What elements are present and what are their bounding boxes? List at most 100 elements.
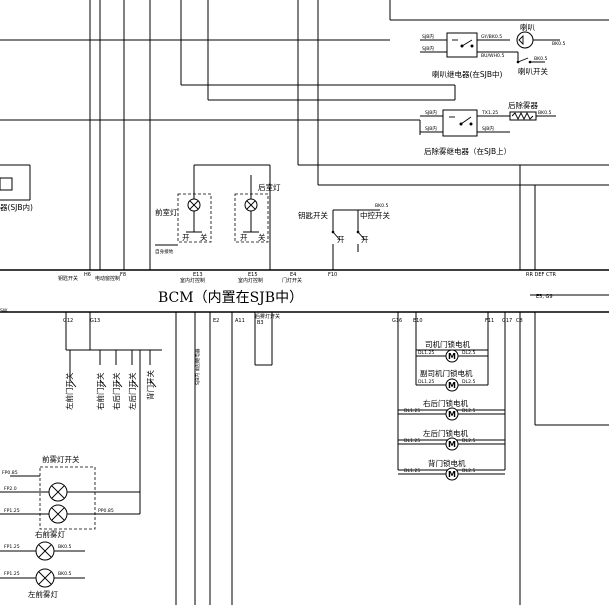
svg-text:左前雾灯: 左前雾灯 bbox=[28, 589, 58, 599]
svg-text:副司机门锁电机: 副司机门锁电机 bbox=[420, 368, 473, 378]
svg-text:DL1.25: DL1.25 bbox=[404, 468, 420, 474]
svg-text:自身接地: 自身接地 bbox=[155, 248, 174, 255]
svg-text:门灯开关: 门灯开关 bbox=[282, 277, 302, 284]
svg-text:G12: G12 bbox=[63, 318, 73, 324]
rear-room-lamp: 后室灯 开 关 bbox=[234, 175, 281, 243]
svg-text:BU/WH0.5: BU/WH0.5 bbox=[481, 53, 504, 59]
svg-text:后除雾器: 后除雾器 bbox=[508, 100, 538, 110]
svg-text:M: M bbox=[448, 410, 456, 419]
svg-text:F11: F11 bbox=[485, 318, 494, 324]
svg-text:M: M bbox=[448, 381, 456, 390]
svg-text:RR DEF CTR: RR DEF CTR bbox=[526, 272, 557, 278]
svg-text:PP0.85: PP0.85 bbox=[98, 508, 114, 514]
svg-text:背门锁电机: 背门锁电机 bbox=[428, 458, 466, 468]
driver-door-lock-motor: M 司机门锁电机 DL1.25 DL2.5 bbox=[416, 339, 488, 363]
svg-text:DL2.5: DL2.5 bbox=[462, 468, 475, 474]
svg-text:后室灯: 后室灯 bbox=[258, 182, 281, 192]
rear-defog-relay: SJB内 SJB内 TX1.25 SJB内 后除雾继电器（在SJB上） bbox=[419, 109, 511, 156]
svg-text:SJB内: SJB内 bbox=[422, 33, 434, 40]
svg-text:E4: E4 bbox=[290, 272, 296, 278]
right-edge-wires bbox=[519, 165, 609, 605]
svg-text:关: 关 bbox=[200, 232, 208, 242]
svg-text:DL1.25: DL1.25 bbox=[418, 350, 434, 356]
horn-relay: SJB内 SJB内 GY/BK0.5 BU/WH0.5 喇叭继电器(在SJB中) bbox=[420, 32, 518, 79]
svg-text:M: M bbox=[448, 352, 456, 361]
svg-text:开: 开 bbox=[361, 235, 369, 244]
svg-text:SJB内 雨刮继电器: SJB内 雨刮继电器 bbox=[194, 348, 201, 385]
svg-text:BK0.5: BK0.5 bbox=[534, 56, 548, 62]
svg-text:BCM（内置在SJB中）: BCM（内置在SJB中） bbox=[158, 290, 303, 306]
front-room-lamp: 前室灯 开 关 自身接地 bbox=[155, 175, 212, 255]
svg-text:器(SJB内): 器(SJB内) bbox=[0, 202, 33, 212]
tail-door-lock-motor: M 背门锁电机 DL1.25 DL2.5 bbox=[398, 458, 505, 481]
svg-text:BK0.5: BK0.5 bbox=[58, 544, 72, 550]
svg-text:A11: A11 bbox=[235, 318, 245, 324]
svg-text:M: M bbox=[448, 470, 456, 479]
sjb-partial-box: 器(SJB内) bbox=[0, 164, 33, 212]
svg-text:前室灯: 前室灯 bbox=[155, 207, 178, 217]
svg-text:DL2.5: DL2.5 bbox=[462, 350, 475, 356]
svg-text:GY/BK0.5: GY/BK0.5 bbox=[481, 34, 502, 40]
svg-text:关: 关 bbox=[258, 232, 266, 242]
svg-text:DL1.25: DL1.25 bbox=[404, 438, 420, 444]
svg-text:BK0.5: BK0.5 bbox=[538, 110, 552, 116]
left-front-fog-lamp: 左前雾灯 FP1.25 BK0.5 bbox=[0, 568, 85, 599]
right-front-fog-lamp: 右前雾灯 FP1.25 BK0.5 bbox=[0, 529, 85, 561]
svg-text:开: 开 bbox=[240, 233, 248, 242]
svg-text:DL2.5: DL2.5 bbox=[462, 379, 475, 385]
svg-text:钥匙开关: 钥匙开关 bbox=[298, 210, 328, 220]
svg-text:前雾灯开关: 前雾灯开关 bbox=[42, 454, 80, 464]
svg-text:左后门锁电机: 左后门锁电机 bbox=[423, 428, 468, 438]
svg-text:背门开关: 背门开关 bbox=[145, 370, 155, 400]
svg-text:后除雾继电器（在SJB上）: 后除雾继电器（在SJB上） bbox=[424, 146, 511, 156]
svg-text:右前门开关: 右前门开关 bbox=[95, 372, 105, 410]
svg-text:开: 开 bbox=[337, 235, 345, 244]
svg-text:SJB内: SJB内 bbox=[425, 109, 437, 116]
svg-text:左前门开关: 左前门开关 bbox=[64, 372, 74, 410]
top-trunk-wires bbox=[89, 0, 391, 270]
svg-text:室内灯控制: 室内灯控制 bbox=[238, 277, 263, 284]
top-right-wires bbox=[0, 19, 609, 186]
rr-door-lock-motor: M 右后门锁电机 DL1.25 DL2.5 bbox=[398, 398, 505, 421]
svg-text:G16: G16 bbox=[392, 318, 402, 324]
svg-text:FP2.0: FP2.0 bbox=[4, 486, 17, 492]
svg-text:室内灯控制: 室内灯控制 bbox=[180, 277, 205, 284]
svg-text:右后门锁电机: 右后门锁电机 bbox=[423, 398, 468, 408]
svg-text:后雾灯开关: 后雾灯开关 bbox=[255, 313, 280, 320]
fr-door-lock-motor: M 副司机门锁电机 DL1.25 DL2.5 bbox=[416, 368, 488, 392]
svg-text:FP1.25: FP1.25 bbox=[4, 544, 20, 550]
svg-text:E15: E15 bbox=[248, 272, 258, 278]
svg-text:DL1.25: DL1.25 bbox=[418, 379, 434, 385]
horn: 喇叭 BK0.5 bbox=[516, 22, 566, 49]
svg-text:C8: C8 bbox=[516, 318, 523, 324]
svg-text:左后门开关: 左后门开关 bbox=[127, 372, 137, 410]
svg-text:SW: SW bbox=[0, 308, 8, 314]
lr-door-lock-motor: M 左后门锁电机 DL1.25 DL2.5 bbox=[398, 428, 505, 451]
svg-text:F8: F8 bbox=[120, 272, 126, 278]
svg-text:中控开关: 中控开关 bbox=[360, 210, 390, 220]
svg-text:右前雾灯: 右前雾灯 bbox=[35, 529, 65, 539]
svg-text:BK0.5: BK0.5 bbox=[375, 203, 389, 209]
svg-text:E2: E2 bbox=[213, 318, 219, 324]
svg-text:B3: B3 bbox=[257, 320, 264, 326]
svg-text:FP1.25: FP1.25 bbox=[4, 571, 20, 577]
bcm-vertical-drops: SJB内 雨刮继电器 bbox=[175, 312, 273, 605]
svg-text:BK0.5: BK0.5 bbox=[58, 571, 72, 577]
svg-text:SJB内: SJB内 bbox=[422, 45, 434, 52]
svg-text:钥匙开关: 钥匙开关 bbox=[58, 275, 78, 282]
svg-text:喇叭: 喇叭 bbox=[520, 22, 535, 32]
svg-text:DL1.25: DL1.25 bbox=[404, 408, 420, 414]
svg-text:右后门开关: 右后门开关 bbox=[111, 372, 121, 410]
svg-text:开: 开 bbox=[182, 233, 190, 242]
svg-text:E13: E13 bbox=[193, 272, 203, 278]
svg-text:SJB内: SJB内 bbox=[425, 125, 437, 132]
bcm-bus: BCM（内置在SJB中） SW 钥匙开关 电动窗控制 室内灯控制 室内灯控制 门… bbox=[0, 269, 609, 326]
svg-text:E5, G9: E5, G9 bbox=[536, 294, 553, 300]
svg-text:BK0.5: BK0.5 bbox=[552, 41, 566, 47]
fog-lamp-switch: 前雾灯开关 FP0.85 FP2.0 FP1.25 PP0.85 bbox=[0, 350, 141, 530]
svg-text:电动窗控制: 电动窗控制 bbox=[95, 275, 120, 282]
svg-text:H6: H6 bbox=[84, 272, 91, 278]
svg-text:喇叭继电器(在SJB中): 喇叭继电器(在SJB中) bbox=[432, 69, 503, 79]
svg-text:E10: E10 bbox=[413, 318, 423, 324]
